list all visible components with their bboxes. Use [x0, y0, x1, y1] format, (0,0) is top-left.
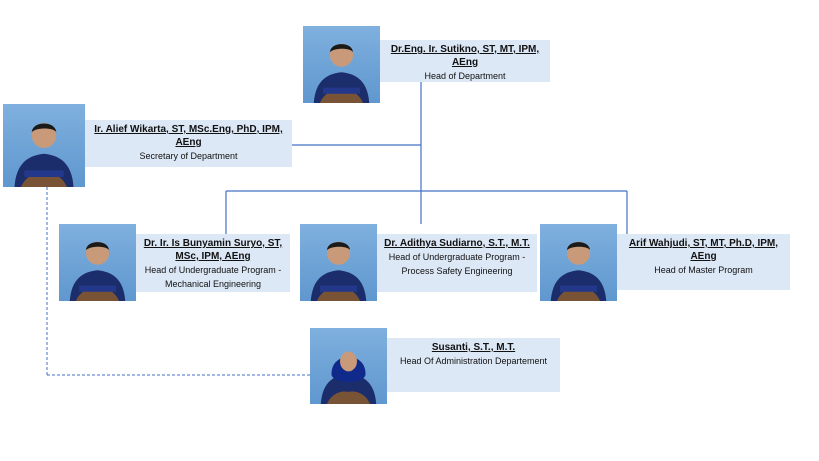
person-photo-hijab-icon [310, 328, 387, 404]
person-name: Susanti, S.T., M.T. [431, 342, 516, 353]
person-role: Head of Department [424, 71, 506, 81]
person-name: Dr.Eng. Ir. Sutikno, ST, MT, IPM, AEng [390, 44, 540, 68]
person-role: Head Of Administration Departement [399, 356, 548, 366]
person-photo-icon [540, 224, 617, 301]
node-label: Dr. Ir. Is Bunyamin Suryo, ST, MSc, IPM,… [136, 234, 290, 292]
person-name: Arif Wahjudi, ST, MT, Ph.D, IPM, AEng [628, 238, 779, 262]
node-label: Dr.Eng. Ir. Sutikno, ST, MT, IPM, AEng H… [380, 40, 550, 82]
person-photo-icon [59, 224, 136, 301]
person-photo-icon [300, 224, 377, 301]
person-name: Ir. Alief Wikarta, ST, MSc.Eng, PhD, IPM… [94, 124, 283, 148]
person-photo-icon [303, 26, 380, 103]
person-role: Secretary of Department [139, 151, 238, 161]
dashed-connector-lines [46, 187, 310, 376]
node-label: Dr. Adithya Sudiarno, S.T., M.T. Head of… [377, 234, 537, 292]
person-name: Dr. Ir. Is Bunyamin Suryo, ST, MSc, IPM,… [143, 238, 283, 262]
person-role: Head of Master Program [654, 265, 753, 275]
person-photo-icon [3, 104, 85, 187]
solid-connector-lines [225, 82, 628, 234]
node-label: Arif Wahjudi, ST, MT, Ph.D, IPM, AEng He… [617, 234, 790, 290]
node-label: Susanti, S.T., M.T. Head Of Administrati… [387, 338, 560, 392]
person-role: Head of Undergraduate Program - Mechanic… [144, 265, 282, 289]
node-label: Ir. Alief Wikarta, ST, MSc.Eng, PhD, IPM… [85, 120, 292, 167]
person-role: Head of Undergraduate Program - Process … [388, 252, 526, 276]
person-name: Dr. Adithya Sudiarno, S.T., M.T. [384, 238, 530, 249]
